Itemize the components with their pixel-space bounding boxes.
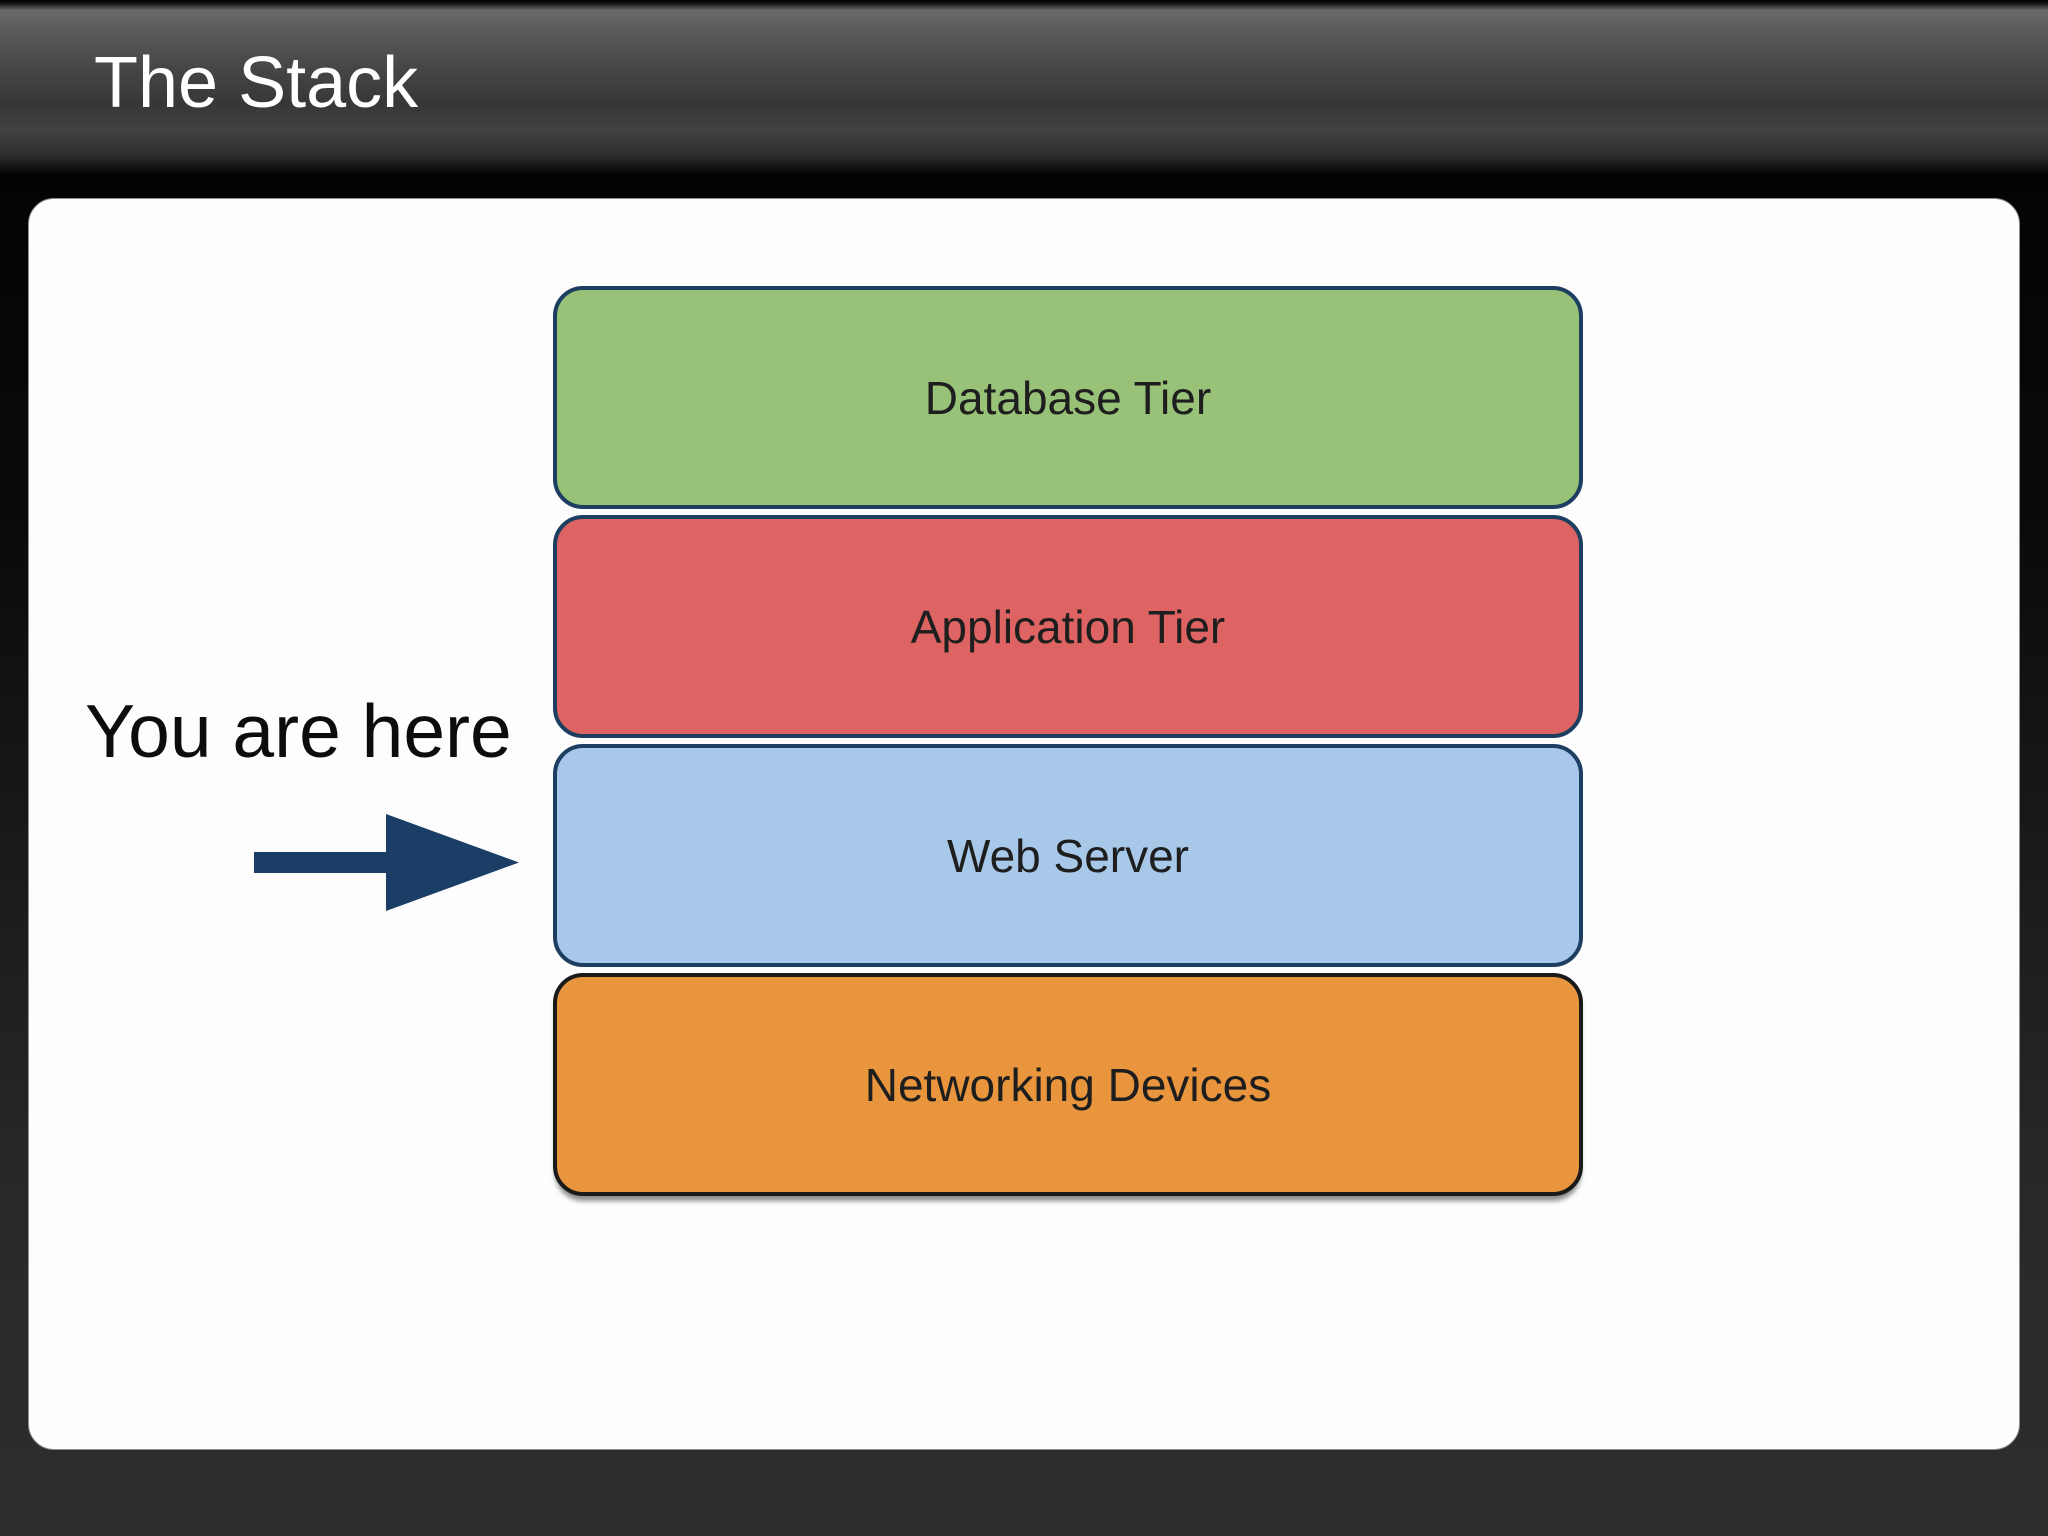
layer-label: Database Tier [924,371,1212,424]
layer-label: Application Tier [910,600,1226,653]
layer-label: Web Server [946,829,1190,882]
slide-header: The Stack [0,0,2048,173]
layer-application-tier: Application Tier [553,515,1583,738]
layer-label: Networking Devices [864,1058,1272,1111]
layer-database-tier: Database Tier [553,286,1583,509]
you-are-here-label: You are here [85,689,512,773]
layer-networking-devices: Networking Devices [553,973,1583,1196]
layer-web-server: Web Server [553,744,1583,967]
slide-title: The Stack [94,43,419,123]
right-arrow-icon [254,814,519,911]
stack-diagram: Database Tier Application Tier Web Serve… [553,286,1583,1196]
